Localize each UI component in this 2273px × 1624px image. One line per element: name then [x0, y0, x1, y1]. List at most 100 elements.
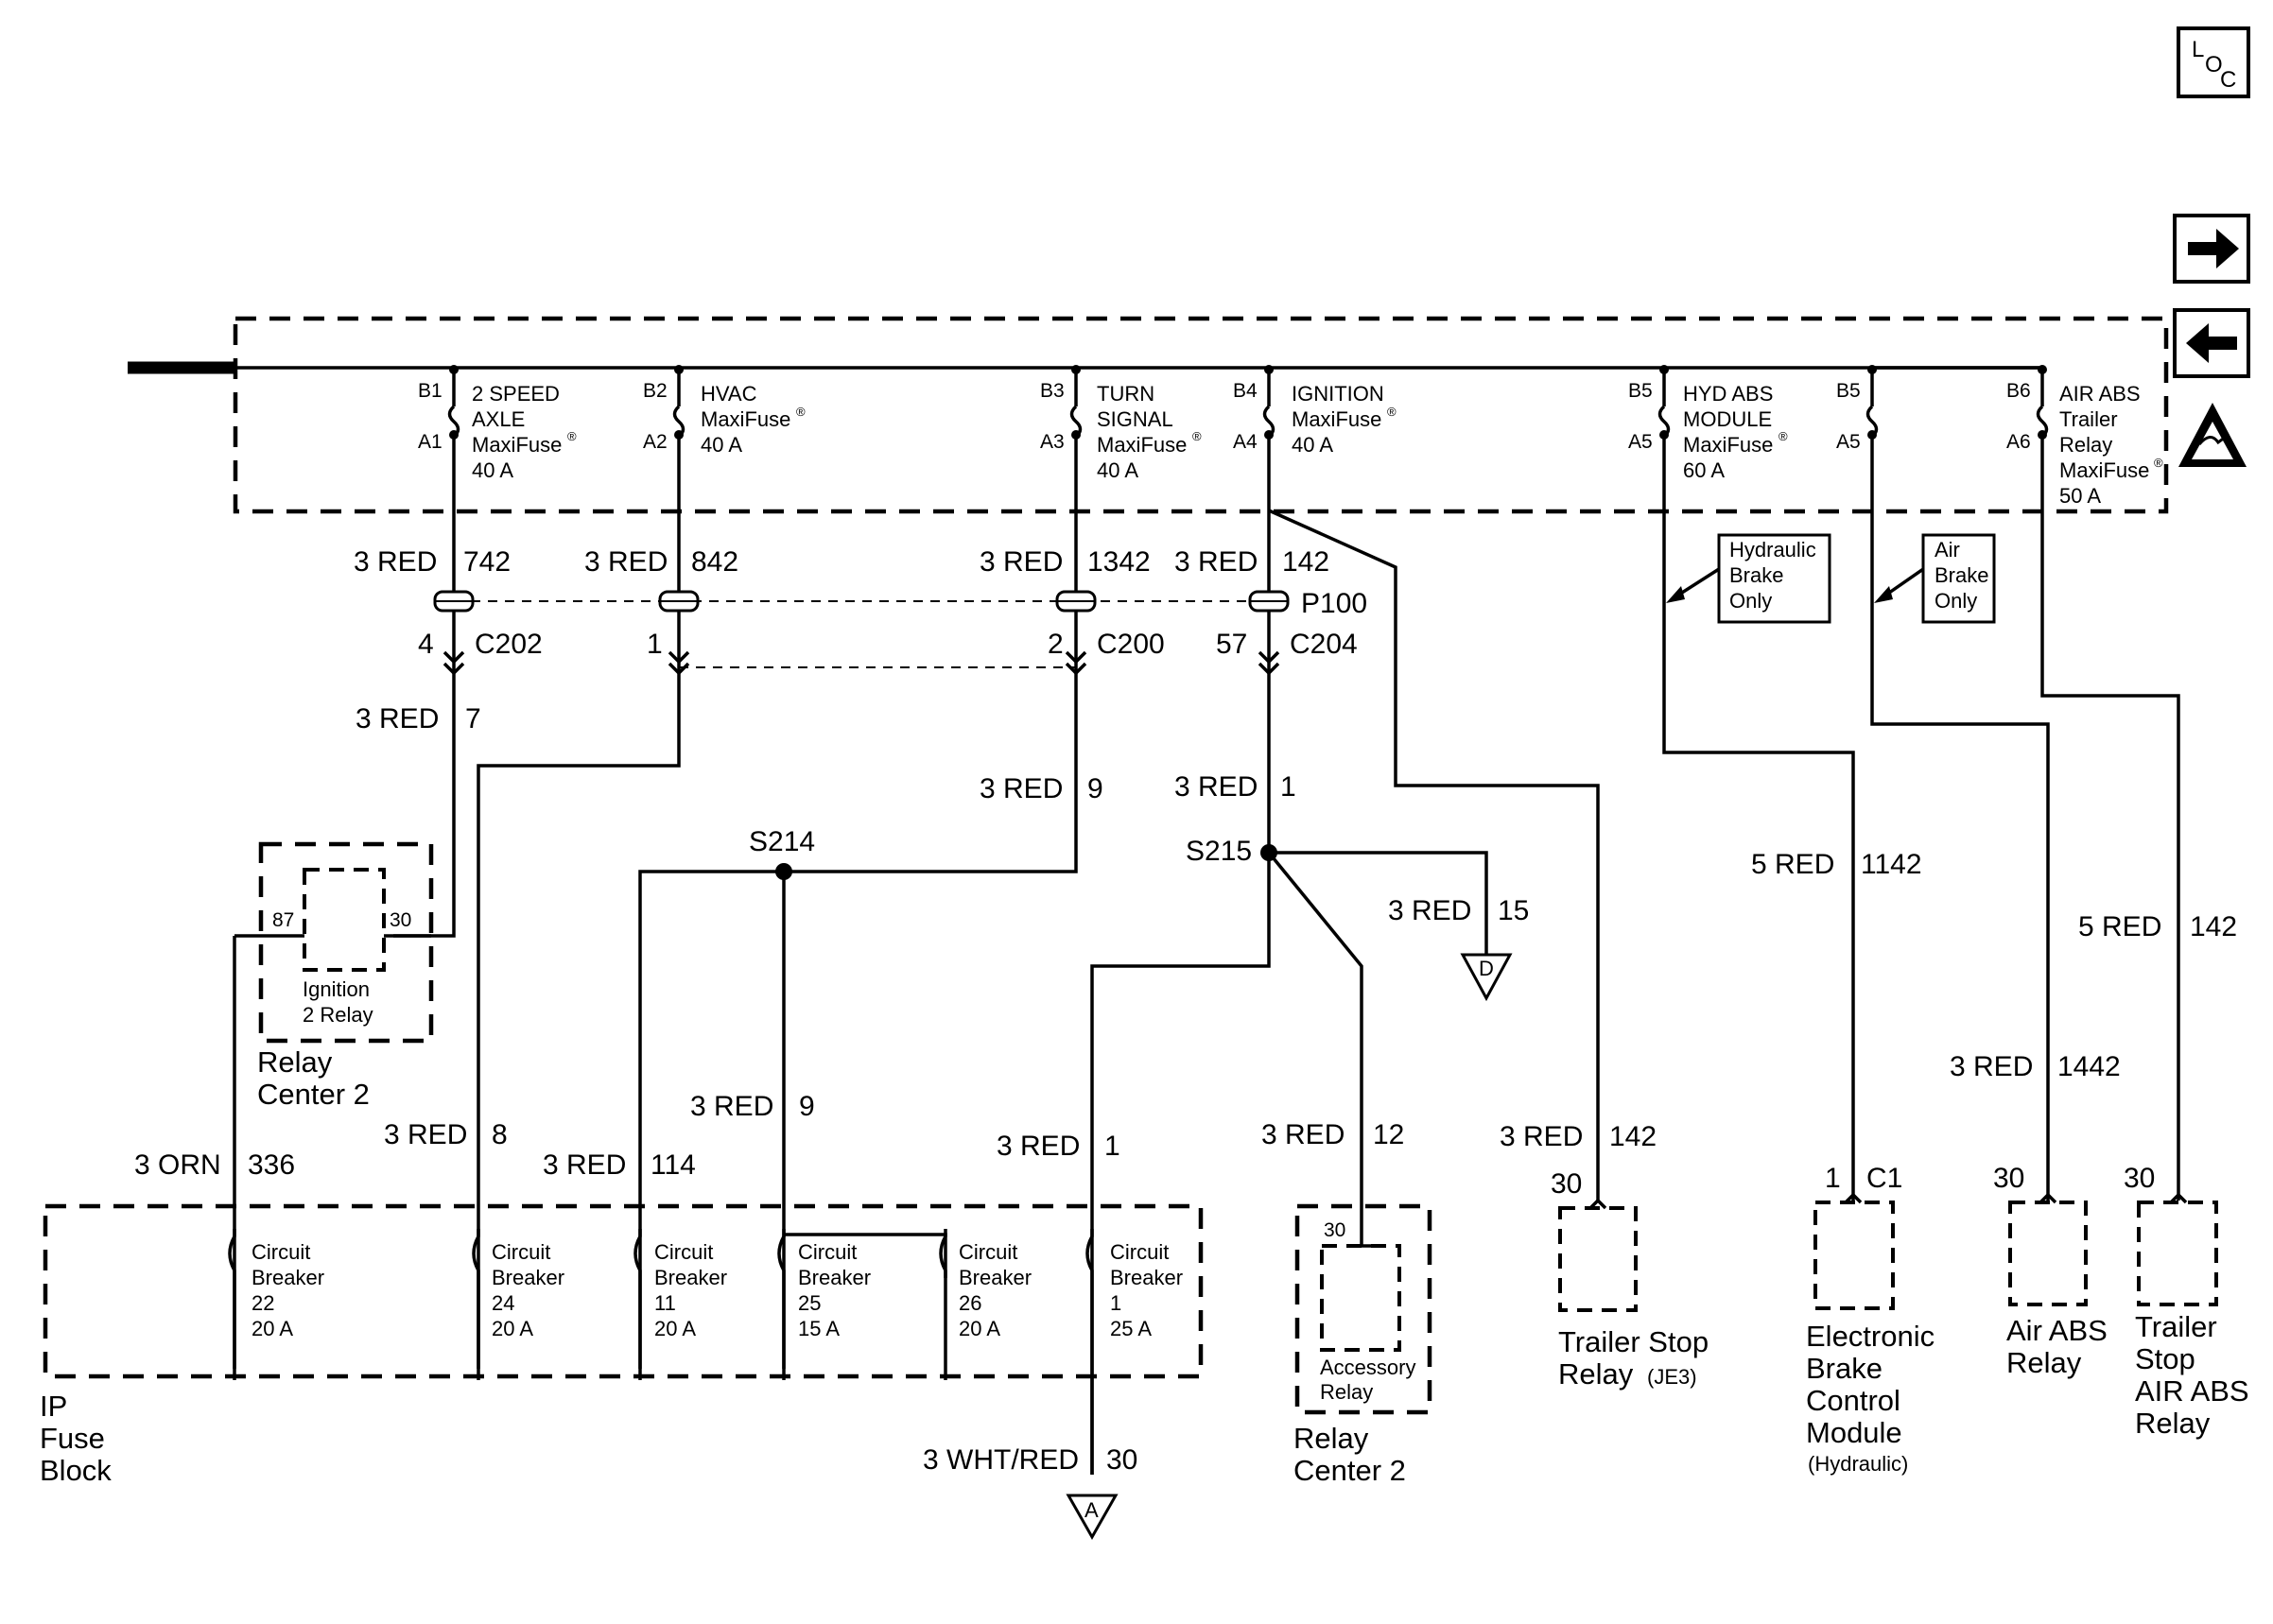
svg-text:Breaker: Breaker [252, 1266, 324, 1289]
svg-text:®: ® [1778, 429, 1788, 443]
c204-pin: 57 [1216, 629, 1247, 660]
wire-142-air [2040, 510, 2180, 1201]
wire-142r-gauge: 5 RED [2078, 911, 2161, 942]
c202-pin: 4 [418, 629, 434, 660]
svg-text:2 SPEED: 2 SPEED [472, 382, 560, 406]
wire-15-gauge: 3 RED [1388, 895, 1471, 926]
fuse-air-abs-trailer-relay [2036, 365, 2049, 510]
cb11-name-1: Circuit [654, 1240, 713, 1264]
svg-text:Only: Only [1729, 589, 1772, 613]
trailer-air-label-4: Relay [2135, 1407, 2211, 1440]
wire-742-gauge: 3 RED [354, 546, 437, 578]
svg-text:Fuse: Fuse [40, 1422, 105, 1455]
p100-grommets [433, 590, 1290, 613]
svg-text:MaxiFuse: MaxiFuse [1292, 407, 1381, 431]
trailer-stop-relay [1558, 1206, 1638, 1312]
wire-1342 [638, 510, 1078, 1369]
ebcm-label-2: Brake [1806, 1352, 1883, 1385]
fuse2-top-pin: B2 [643, 380, 668, 402]
wire-114-circuit: 114 [651, 1149, 696, 1181]
fuse1-label: 2 SPEED AXLE MaxiFuse ® 40 A [472, 382, 577, 482]
svg-text:TURN: TURN [1097, 382, 1154, 406]
svg-text:25: 25 [798, 1291, 821, 1315]
svg-text:MaxiFuse: MaxiFuse [1097, 433, 1187, 457]
hvac-connector-pin: 1 [647, 629, 663, 660]
wire-142-circuit: 142 [1282, 546, 1329, 578]
splice-s215-label: S215 [1186, 836, 1252, 867]
fuse-hyd-abs-module [1657, 365, 1671, 510]
trailer-air-pin: 30 [2124, 1163, 2155, 1194]
svg-text:15 A: 15 A [798, 1317, 840, 1340]
wire-1a-gauge: 3 RED [1174, 771, 1258, 803]
wire-842-gauge: 3 RED [584, 546, 668, 578]
trailer-stop-pin: 30 [1551, 1168, 1582, 1200]
fuse-turn-signal [1069, 365, 1083, 510]
svg-text:®: ® [1192, 429, 1202, 443]
fuse5-bottom-pin: A5 [1628, 431, 1653, 453]
svg-text:Only: Only [1935, 589, 1977, 613]
fuse1-bottom-pin: A1 [418, 431, 442, 453]
svg-text:50 A: 50 A [2059, 484, 2101, 508]
ignition-relay-label-1: Ignition [303, 977, 370, 1001]
fuse-b5-second [1865, 365, 1879, 510]
svg-text:20 A: 20 A [959, 1317, 1000, 1340]
svg-text:Brake: Brake [1729, 563, 1783, 587]
svg-text:HVAC: HVAC [701, 382, 757, 406]
svg-text:HYD ABS: HYD ABS [1683, 382, 1773, 406]
ebcm-label-3: Control [1806, 1384, 1900, 1417]
left-arrow-icon[interactable] [2173, 308, 2250, 378]
svg-text:40 A: 40 A [472, 458, 513, 482]
wire-1442-gauge: 3 RED [1950, 1051, 2033, 1082]
fuse4-top-pin: B4 [1233, 380, 1258, 402]
wire-15 [1269, 851, 1488, 955]
svg-text:MaxiFuse: MaxiFuse [2059, 458, 2149, 482]
ebcm-module [1813, 1201, 1895, 1310]
wire-742-circuit: 742 [463, 546, 511, 578]
svg-text:25 A: 25 A [1110, 1317, 1152, 1340]
svg-text:Trailer: Trailer [2059, 407, 2118, 431]
hydraulic-brake-only-callout [1717, 533, 1831, 624]
wire-336-circuit: 336 [248, 1149, 295, 1181]
svg-text:26: 26 [959, 1291, 981, 1315]
ebcm-label-4: Module [1806, 1416, 1902, 1449]
cb24-name-1: Circuit [492, 1240, 550, 1264]
fuse1-top-pin: B1 [418, 380, 442, 402]
trailer-air-label-3: AIR ABS [2135, 1374, 2249, 1408]
svg-text:MaxiFuse: MaxiFuse [1683, 433, 1773, 457]
accessory-relay-pin: 30 [1324, 1219, 1345, 1241]
c202-label: C202 [475, 629, 543, 660]
ignition-2-relay [303, 868, 386, 972]
loc-button[interactable]: L O C [2177, 26, 2250, 98]
svg-text:AIR ABS: AIR ABS [2059, 382, 2141, 406]
wire-842 [477, 510, 681, 1369]
wire-142-gauge: 3 RED [1174, 546, 1258, 578]
svg-text:24: 24 [492, 1291, 514, 1315]
svg-text:Breaker: Breaker [959, 1266, 1032, 1289]
fuse3-label: TURN SIGNAL MaxiFuse ® 40 A [1097, 382, 1202, 482]
wire-8-circuit: 8 [492, 1119, 508, 1150]
wire-8-gauge: 3 RED [384, 1119, 467, 1150]
svg-text:MaxiFuse: MaxiFuse [472, 433, 562, 457]
fuse6-bottom-pin: A5 [1836, 431, 1861, 453]
svg-text:IGNITION: IGNITION [1292, 382, 1384, 406]
air-abs-label-2: Relay [2006, 1346, 2082, 1379]
wire-336-gauge: 3 ORN [134, 1149, 221, 1181]
svg-text:®: ® [796, 405, 806, 419]
svg-text:Block: Block [40, 1454, 112, 1487]
svg-text:20 A: 20 A [252, 1317, 293, 1340]
fuse4-label: IGNITION MaxiFuse ® 40 A [1292, 382, 1397, 457]
connector-chevrons [442, 650, 1280, 676]
svg-text:Hydraulic: Hydraulic [1729, 538, 1816, 561]
accessory-center-label-2: Center 2 [1293, 1454, 1406, 1487]
svg-text:Relay: Relay [2059, 433, 2112, 457]
wire-9b-circuit: 9 [799, 1091, 815, 1122]
fuse7-top-pin: B6 [2006, 380, 2031, 402]
trailer-stop-label-2: Relay [1558, 1357, 1634, 1391]
right-arrow-icon[interactable] [2173, 214, 2250, 284]
ignition-relay-label-2: 2 Relay [303, 1003, 373, 1027]
svg-text:40 A: 40 A [701, 433, 742, 457]
fuse7-label: AIR ABS Trailer Relay MaxiFuse ® 50 A [2059, 382, 2163, 508]
wire-9b-gauge: 3 RED [690, 1091, 773, 1122]
wire-1342-gauge: 3 RED [980, 546, 1063, 578]
